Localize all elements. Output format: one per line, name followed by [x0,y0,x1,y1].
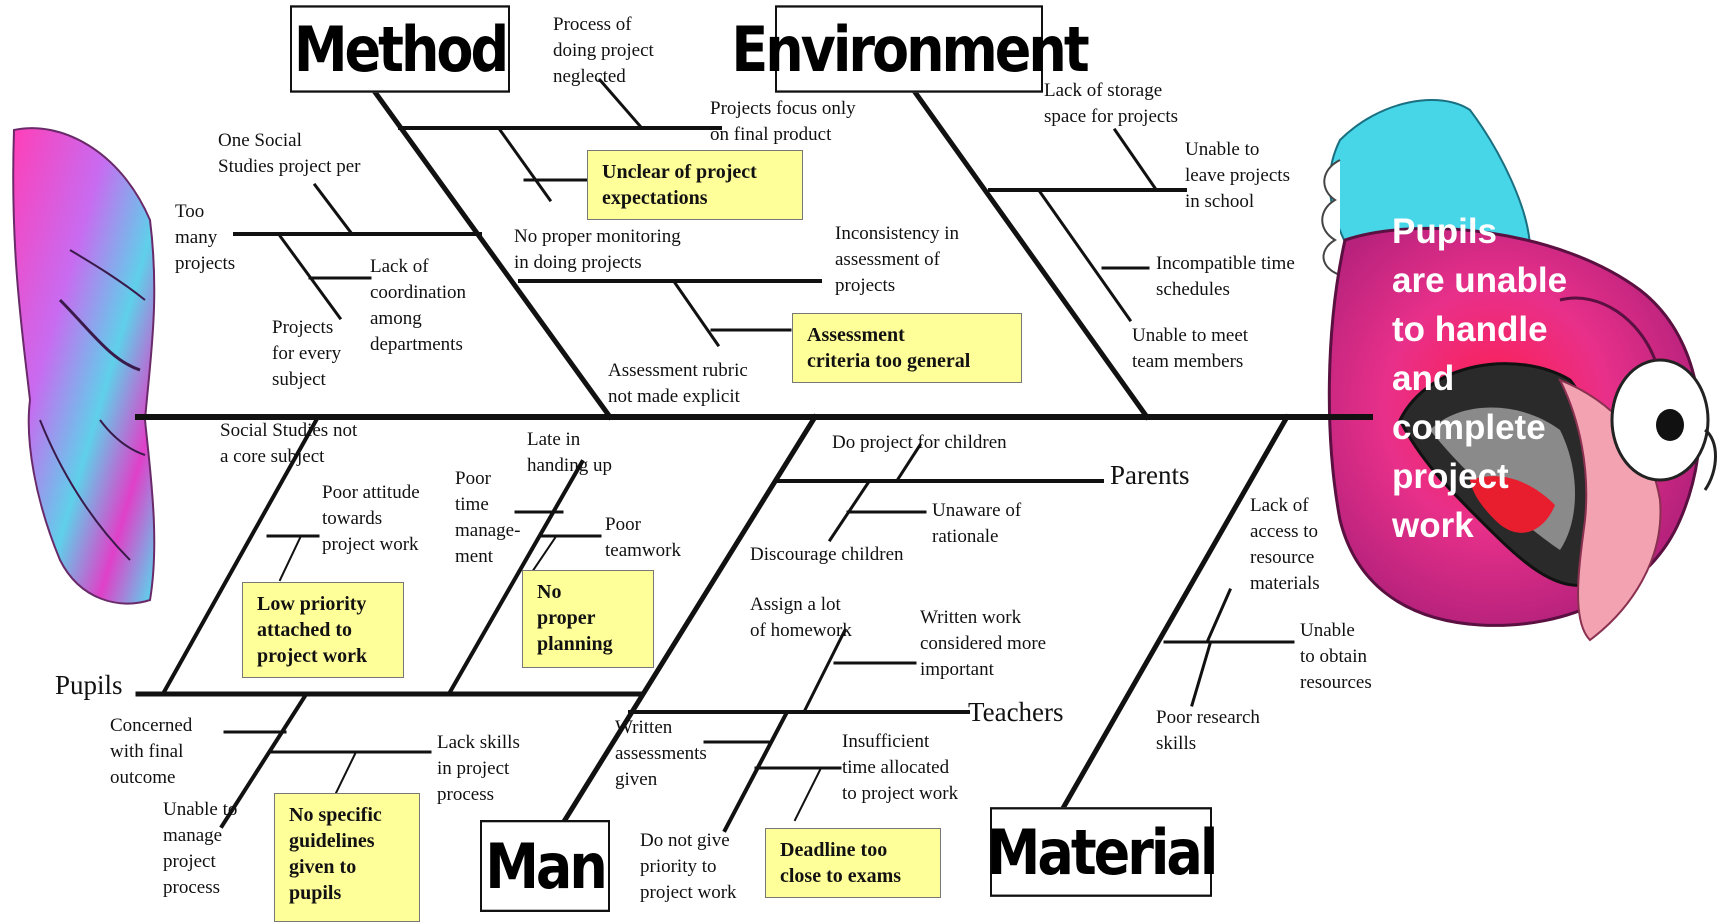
cause-time-schedules: Incompatible time schedules [1156,253,1295,300]
cause-every-subject: Projects for every subject [272,317,342,390]
root-cause-deadline: Deadline too close to exams [765,828,941,898]
cause-focus-final: Projects focus only on final product [710,98,856,145]
cause-lack-access: Lack of access to resource materials [1250,495,1320,594]
cause-rubric: Assessment rubric not made explicit [608,360,748,407]
cause-late-handing: Late in handing up [527,429,612,476]
fish-head-icon [1321,99,1717,642]
cause-research-skills: Poor research skills [1156,707,1260,754]
category-pupils: Pupils [55,670,123,700]
cause-meet-members: Unable to meet team members [1132,325,1249,372]
category-parents: Parents [1110,460,1190,490]
cause-process-neglected: Process of doing project neglected [553,14,654,87]
category-material: Material [987,807,1218,897]
category-method: Method [290,5,510,93]
root-cause-no-planning: No proper planning [522,570,654,668]
cause-poor-teamwork: Poor teamwork [605,514,681,561]
cause-homework: Assign a lot of homework [750,594,852,641]
cause-unaware: Unaware of rationale [932,500,1022,547]
cause-leave-school: Unable to leave projects in school [1185,139,1290,212]
cause-poor-time: Poor time manage- ment [455,468,521,567]
root-cause-low-priority: Low priority attached to project work [242,582,404,678]
cause-do-for-children: Do project for children [832,432,1007,453]
root-cause-no-guidelines: No specific guidelines given to pupils [274,793,420,922]
problem-statement: Pupils are unable to handle and complete… [1392,212,1568,545]
category-teachers: Teachers [968,697,1064,727]
cause-inconsistency: Inconsistency in assessment of projects [835,223,960,296]
root-cause-unclear: Unclear of project expectations [587,150,803,220]
cause-unable-manage: Unable to manage project process [163,799,238,898]
category-environment: Environment [731,5,1090,93]
cause-too-many: Too many projects [175,201,236,274]
cause-lack-coordination: Lack of coordination among departments [370,256,467,355]
cause-insufficient-time: Insufficient time allocated to project w… [842,731,959,804]
cause-ss-not-core: Social Studies not a core subject [220,420,358,467]
cause-written-assess: Written assessments given [615,717,707,790]
cause-obtain-resources: Unable to obtain resources [1300,620,1372,693]
cause-concerned: Concerned with final outcome [110,715,193,788]
cause-no-priority: Do not give priority to project work [640,830,737,903]
cause-storage: Lack of storage space for projects [1044,80,1178,127]
cause-lack-skills: Lack skills in project process [437,732,520,805]
fish-tail-icon [12,127,156,605]
cause-no-monitoring: No proper monitoring in doing projects [514,226,681,273]
cause-written-more: Written work considered more important [920,607,1047,680]
cause-one-ss-project: One Social Studies project per [218,130,361,177]
cause-discourage: Discourage children [750,544,904,565]
category-man: Man [480,820,610,912]
cause-poor-attitude: Poor attitude towards project work [322,482,420,555]
root-cause-criteria: Assessment criteria too general [792,313,1022,383]
